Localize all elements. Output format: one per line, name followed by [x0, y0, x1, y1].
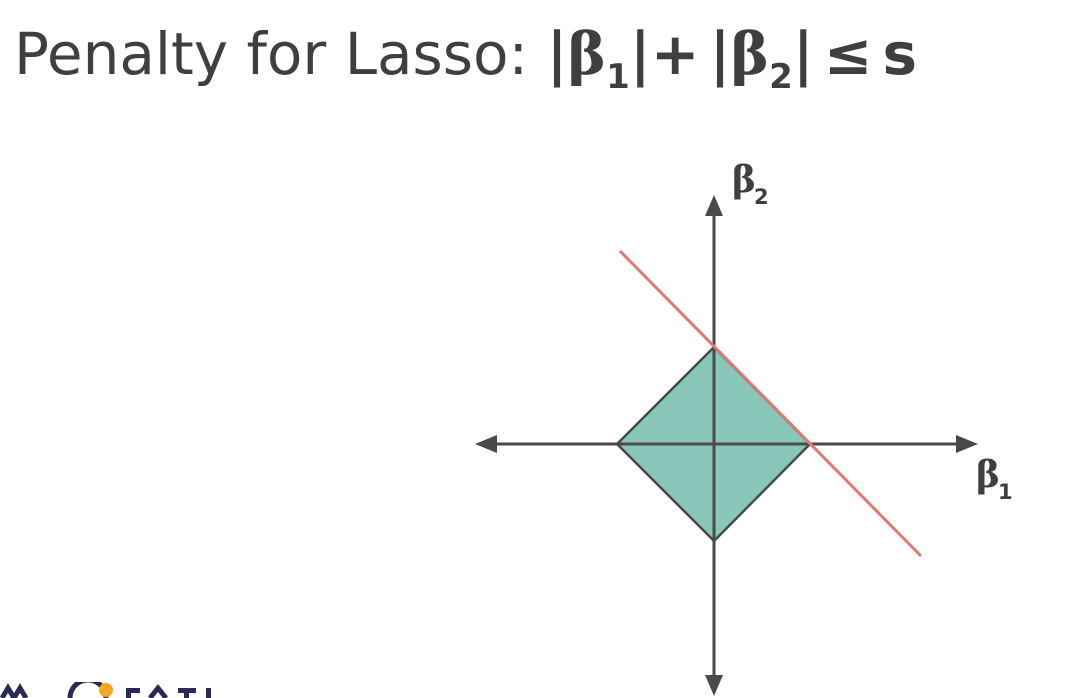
y-axis-label-subscript: 2: [754, 185, 769, 209]
x-axis-label-subscript: 1: [998, 480, 1013, 504]
x-axis-label: β: [976, 454, 1000, 496]
y-axis-label: β: [732, 159, 756, 201]
bound-s: s: [882, 20, 918, 88]
rss-tangent-line: [618, 249, 923, 558]
slide-title: Penalty for Lasso: |β1|+|β2|≤s: [14, 14, 917, 94]
abs-bar-close-2: |: [792, 20, 814, 88]
title-prefix: Penalty for Lasso:: [14, 20, 529, 88]
beta-2-subscript: 2: [769, 57, 793, 97]
beta-1: β: [567, 20, 607, 88]
x-axis-arrow-left-icon: [475, 435, 497, 453]
leq-sign: ≤: [823, 20, 873, 88]
abs-bar-close-1: |: [629, 20, 651, 88]
beta-1-subscript: 1: [606, 57, 630, 97]
abs-bar-open-1: |: [546, 20, 568, 88]
abs-bar-open-2: |: [709, 20, 731, 88]
company-logo: [0, 682, 211, 698]
x-axis-arrow-right-icon: [956, 435, 978, 453]
y-axis-arrow-down-icon: [705, 675, 723, 696]
title-formula: |β1|+|β2|≤s: [546, 20, 918, 94]
plus-sign: +: [650, 20, 700, 88]
beta-2: β: [730, 20, 770, 88]
y-axis-arrow-up-icon: [705, 195, 723, 216]
